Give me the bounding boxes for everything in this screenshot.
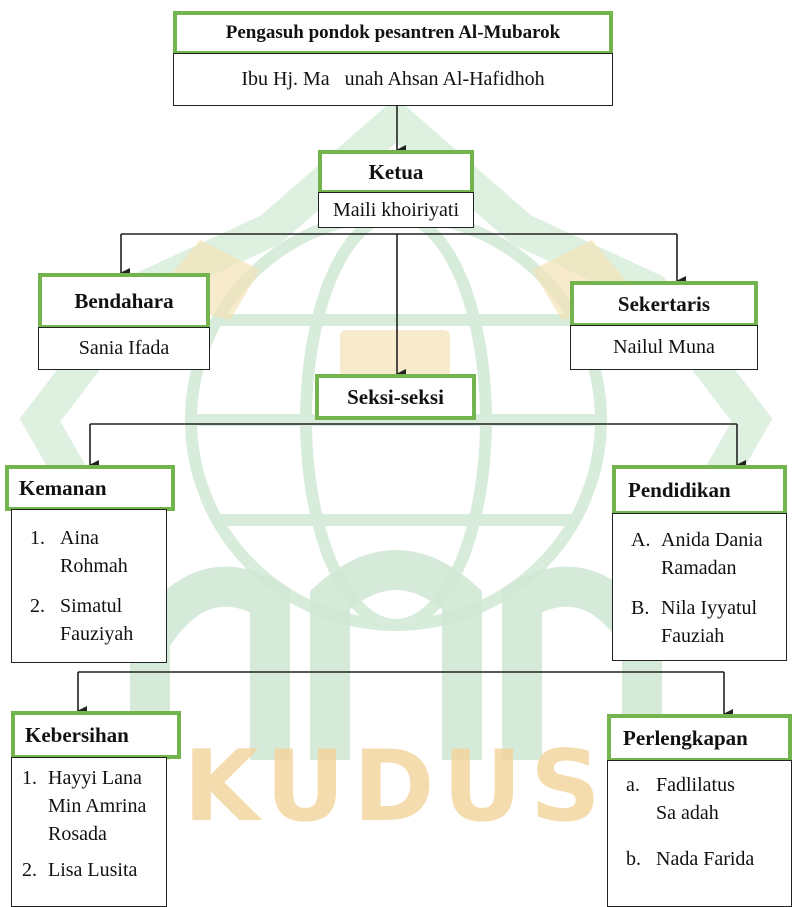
pendidikan-member-name: Nila Iyyatul Fauziah — [661, 597, 758, 647]
kemanan-member-name: Simatul Fauziyah — [60, 595, 134, 645]
pendidikan-members-box: A. Anida Dania Ramadan B. Nila Iyyatul F… — [612, 513, 787, 661]
kemanan-member-marker: 1. — [30, 527, 45, 549]
pendidikan-member: B. Nila Iyyatul Fauziah — [631, 594, 782, 650]
pengasuh-name: Ibu Hj. Ma unah Ahsan Al-Hafidhoh — [241, 68, 545, 90]
kebersihan-member-marker: 2. — [22, 859, 37, 881]
seksi-title: Seksi-seksi — [347, 384, 444, 409]
pendidikan-title: Pendidikan — [628, 477, 731, 502]
perlengkapan-member: a. Fadlilatus Sa adah — [626, 771, 787, 827]
perlengkapan-title-box: Perlengkapan — [607, 714, 792, 762]
bendahara-name: Sania Ifada — [78, 337, 170, 359]
perlengkapan-title: Perlengkapan — [623, 725, 748, 750]
pengasuh-title-box: Pengasuh pondok pesantren Al-Mubarok — [173, 11, 613, 55]
kemanan-member: 1. Aina Rohmah — [30, 524, 158, 580]
kemanan-member: 2. Simatul Fauziyah — [30, 592, 158, 648]
perlengkapan-members-box: a. Fadlilatus Sa adah b. Nada Farida — [607, 760, 792, 907]
seksi-title-box: Seksi-seksi — [315, 374, 476, 420]
bendahara-name-box: Sania Ifada — [38, 327, 210, 370]
sekertaris-title-box: Sekertaris — [570, 281, 758, 327]
kebersihan-member-name: Lisa Lusita — [48, 859, 138, 881]
ketua-name-box: Maili khoiriyati — [318, 192, 474, 228]
perlengkapan-member-name: Nada Farida — [656, 848, 755, 870]
pengasuh-title: Pengasuh pondok pesantren Al-Mubarok — [225, 22, 561, 43]
kebersihan-title: Kebersihan — [25, 722, 129, 747]
kebersihan-title-box: Kebersihan — [11, 711, 181, 759]
kebersihan-member: 2. Lisa Lusita — [22, 856, 160, 884]
kemanan-member-marker: 2. — [30, 595, 45, 617]
ketua-title: Ketua — [368, 159, 424, 184]
perlengkapan-member: b. Nada Farida — [626, 845, 787, 873]
perlengkapan-member-name: Fadlilatus Sa adah — [656, 774, 735, 824]
watermark-text: KUDUS — [183, 730, 608, 844]
pendidikan-member-marker: A. — [631, 529, 651, 551]
perlengkapan-member-marker: a. — [626, 774, 640, 796]
sekertaris-title: Sekertaris — [617, 291, 711, 316]
pendidikan-title-box: Pendidikan — [612, 465, 787, 515]
kemanan-members-box: 1. Aina Rohmah 2. Simatul Fauziyah — [11, 509, 167, 663]
kemanan-member-name: Aina Rohmah — [60, 527, 128, 577]
pendidikan-member-marker: B. — [631, 597, 650, 619]
kebersihan-member-name: Hayyi Lana Min Amrina Rosada — [48, 767, 147, 845]
ketua-title-box: Ketua — [318, 150, 474, 194]
kemanan-title-box: Kemanan — [5, 465, 175, 511]
kebersihan-member: 1. Hayyi Lana Min Amrina Rosada — [22, 764, 160, 848]
perlengkapan-member-marker: b. — [626, 848, 641, 870]
ketua-name: Maili khoiriyati — [332, 198, 460, 221]
pengasuh-name-box: Ibu Hj. Ma unah Ahsan Al-Hafidhoh — [173, 53, 613, 106]
kemanan-title: Kemanan — [19, 475, 107, 500]
sekertaris-name-box: Nailul Muna — [570, 325, 758, 370]
bendahara-title-box: Bendahara — [38, 273, 210, 329]
pendidikan-member: A. Anida Dania Ramadan — [631, 526, 782, 582]
bendahara-title: Bendahara — [74, 288, 174, 313]
kebersihan-members-box: 1. Hayyi Lana Min Amrina Rosada 2. Lisa … — [11, 757, 167, 907]
pendidikan-member-name: Anida Dania Ramadan — [661, 529, 763, 579]
sekertaris-name: Nailul Muna — [613, 336, 715, 358]
kebersihan-member-marker: 1. — [22, 767, 37, 789]
